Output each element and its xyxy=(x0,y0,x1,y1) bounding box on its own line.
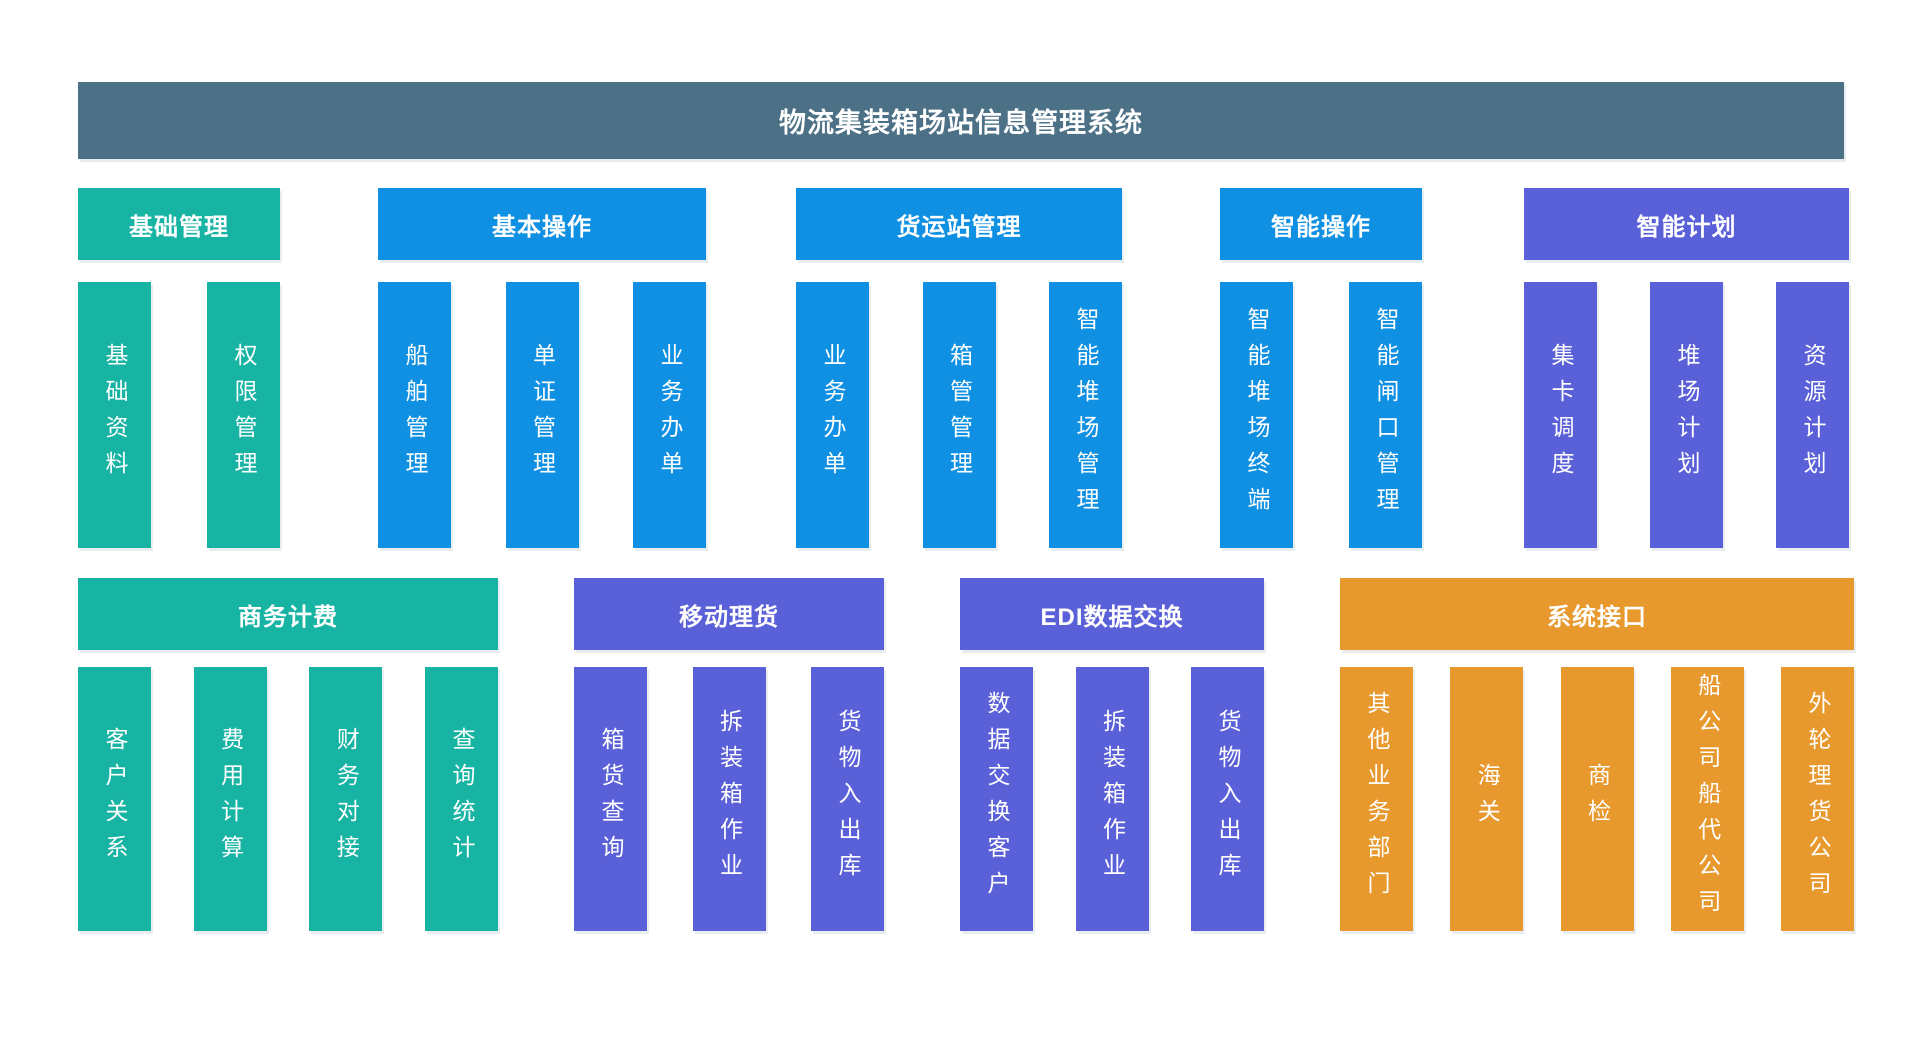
module-column: 拆装箱作业 xyxy=(692,667,766,931)
group-commercial-billing: 商务计费 客户关系 费用计算 财务对接 查询统计 xyxy=(78,578,498,931)
module-column: 智能闸口管理 xyxy=(1349,282,1422,548)
module-column: 船舶管理 xyxy=(378,282,451,548)
module-label: 权限管理 xyxy=(231,343,257,487)
system-title: 物流集装箱场站信息管理系统 xyxy=(779,108,1143,138)
group-mobile-tally: 移动理货 箱货查询 拆装箱作业 货物入出库 xyxy=(574,578,884,931)
module-label: 业务办单 xyxy=(820,343,846,487)
module-column: 拆装箱作业 xyxy=(1075,667,1149,931)
module-column: 权限管理 xyxy=(207,282,280,548)
module-label: 智能堆场终端 xyxy=(1244,307,1270,523)
module-column: 数据交换客户 xyxy=(960,667,1033,931)
module-column: 客户关系 xyxy=(78,667,151,931)
module-label: 商检 xyxy=(1584,763,1611,835)
group-header-edi-data-exchange: EDI数据交换 xyxy=(960,578,1264,650)
group-columns: 业务办单 箱管管理 智能堆场管理 xyxy=(796,282,1122,548)
module-label: 财务对接 xyxy=(333,727,360,871)
system-title-banner: 物流集装箱场站信息管理系统 xyxy=(78,82,1844,159)
module-column: 业务办单 xyxy=(633,282,706,548)
module-label: 海关 xyxy=(1474,763,1501,835)
group-basic-management: 基础管理 基础资料 权限管理 xyxy=(78,188,280,548)
module-column: 财务对接 xyxy=(309,667,383,931)
module-column: 费用计算 xyxy=(193,667,267,931)
module-label: 拆装箱作业 xyxy=(1099,709,1126,889)
module-column: 外轮理货公司 xyxy=(1781,667,1854,931)
module-label: 资源计划 xyxy=(1800,343,1826,487)
module-label: 拆装箱作业 xyxy=(716,709,743,889)
group-header-mobile-tally: 移动理货 xyxy=(574,578,884,650)
module-column: 箱货查询 xyxy=(574,667,647,931)
module-label: 智能堆场管理 xyxy=(1073,307,1099,523)
group-columns: 基础资料 权限管理 xyxy=(78,282,280,548)
module-label: 箱管管理 xyxy=(946,343,973,487)
module-column: 单证管理 xyxy=(505,282,579,548)
module-column: 其他业务部门 xyxy=(1340,667,1413,931)
module-label: 集卡调度 xyxy=(1548,343,1574,487)
module-label: 货物入出库 xyxy=(1215,709,1241,889)
module-column: 智能堆场管理 xyxy=(1049,282,1122,548)
module-label: 业务办单 xyxy=(657,343,683,487)
module-label: 费用计算 xyxy=(217,727,244,871)
module-label: 外轮理货公司 xyxy=(1805,691,1831,907)
module-label: 查询统计 xyxy=(448,727,475,871)
module-column: 查询统计 xyxy=(424,667,498,931)
group-header-commercial-billing: 商务计费 xyxy=(78,578,498,650)
group-header-basic-operations: 基本操作 xyxy=(378,188,706,260)
module-column: 货物入出库 xyxy=(1191,667,1264,931)
group-header-freight-station-management: 货运站管理 xyxy=(796,188,1122,260)
group-freight-station-management: 货运站管理 业务办单 箱管管理 智能堆场管理 xyxy=(796,188,1122,548)
group-intelligent-planning: 智能计划 集卡调度 堆场计划 资源计划 xyxy=(1524,188,1849,548)
module-label: 货物入出库 xyxy=(835,709,861,889)
module-column: 商检 xyxy=(1560,667,1634,931)
module-column: 海关 xyxy=(1450,667,1524,931)
module-label: 船公司船代公司 xyxy=(1694,673,1721,925)
group-columns: 船舶管理 单证管理 业务办单 xyxy=(378,282,706,548)
module-label: 客户关系 xyxy=(102,727,128,871)
module-column: 业务办单 xyxy=(796,282,869,548)
group-columns: 客户关系 费用计算 财务对接 查询统计 xyxy=(78,667,498,931)
module-column: 箱管管理 xyxy=(922,282,996,548)
module-label: 船舶管理 xyxy=(402,343,428,487)
module-label: 基础资料 xyxy=(102,343,128,487)
module-label: 数据交换客户 xyxy=(984,691,1010,907)
module-column: 资源计划 xyxy=(1776,282,1849,548)
group-edi-data-exchange: EDI数据交换 数据交换客户 拆装箱作业 货物入出库 xyxy=(960,578,1264,931)
group-header-system-interface: 系统接口 xyxy=(1340,578,1854,650)
group-header-intelligent-planning: 智能计划 xyxy=(1524,188,1849,260)
module-label: 堆场计划 xyxy=(1674,343,1700,487)
group-columns: 智能堆场终端 智能闸口管理 xyxy=(1220,282,1422,548)
module-label: 智能闸口管理 xyxy=(1373,307,1399,523)
group-columns: 其他业务部门 海关 商检 船公司船代公司 外轮理货公司 xyxy=(1340,667,1854,931)
group-header-basic-management: 基础管理 xyxy=(78,188,280,260)
module-label: 箱货查询 xyxy=(598,727,624,871)
module-column: 集卡调度 xyxy=(1524,282,1597,548)
module-column: 船公司船代公司 xyxy=(1670,667,1744,931)
group-intelligent-operations: 智能操作 智能堆场终端 智能闸口管理 xyxy=(1220,188,1422,548)
module-label: 单证管理 xyxy=(529,343,556,487)
group-header-intelligent-operations: 智能操作 xyxy=(1220,188,1422,260)
module-column: 货物入出库 xyxy=(811,667,884,931)
group-basic-operations: 基本操作 船舶管理 单证管理 业务办单 xyxy=(378,188,706,548)
module-column: 堆场计划 xyxy=(1650,282,1723,548)
module-column: 智能堆场终端 xyxy=(1220,282,1293,548)
module-label: 其他业务部门 xyxy=(1364,691,1390,907)
group-columns: 数据交换客户 拆装箱作业 货物入出库 xyxy=(960,667,1264,931)
group-columns: 集卡调度 堆场计划 资源计划 xyxy=(1524,282,1849,548)
module-column: 基础资料 xyxy=(78,282,151,548)
group-columns: 箱货查询 拆装箱作业 货物入出库 xyxy=(574,667,884,931)
group-system-interface: 系统接口 其他业务部门 海关 商检 船公司船代公司 外轮理货公司 xyxy=(1340,578,1854,931)
